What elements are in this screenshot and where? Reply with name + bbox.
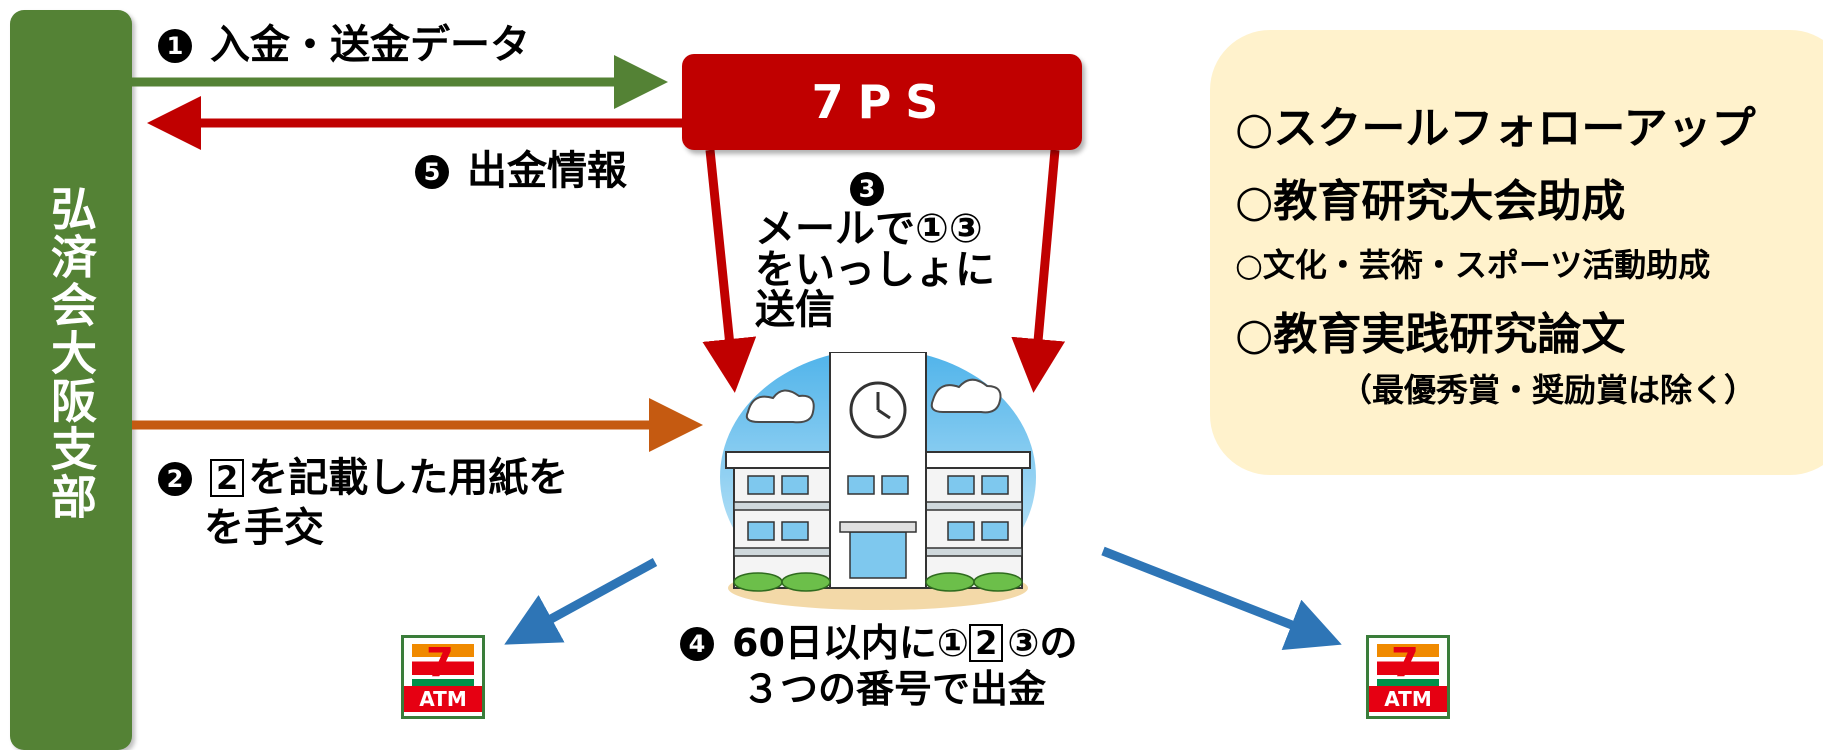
step2-text-a: を記載した用紙を xyxy=(248,455,569,501)
arrow-step3-left xyxy=(702,149,757,393)
step2-boxed-number: 2 xyxy=(210,459,245,497)
benefit-panel: ○スクールフォローアップ ○教育研究大会助成 ○文化・芸術・スポーツ活動助成 ○… xyxy=(1210,30,1823,475)
step5-text: 出金情報 xyxy=(467,148,627,194)
step4-line2: ３つの番号で出金 xyxy=(742,666,1047,711)
step4-line1-b: ③の xyxy=(1007,621,1078,665)
step3-line3: 送信 xyxy=(755,287,835,334)
atm-icon: 7 ATM xyxy=(401,635,485,719)
panel-item-practice-paper: ○教育実践研究論文 xyxy=(1235,309,1626,360)
step3-line2: をいっしょに xyxy=(755,246,995,293)
arrow-step3-right xyxy=(1011,149,1066,393)
atm-icon: 7 ATM xyxy=(1366,635,1450,719)
atm-logo-stripes xyxy=(1377,644,1439,688)
arrow-step4-left xyxy=(504,558,658,645)
step1-label: 1 入金・送金データ xyxy=(158,22,530,68)
atm-label: ATM xyxy=(1369,686,1447,712)
sps-box: 7PS xyxy=(682,54,1082,150)
panel-item-school-followup: ○スクールフォローアップ xyxy=(1235,103,1756,154)
step5-number: 5 xyxy=(415,155,449,189)
branch-label: 弘済会大阪支部 xyxy=(44,185,98,521)
step3-label: 3 メールで①③ をいっしょに 送信 xyxy=(755,168,995,331)
step5-label: 5 出金情報 xyxy=(415,148,627,194)
step4-boxed-number: 2 xyxy=(969,624,1004,662)
step1-text: 入金・送金データ xyxy=(210,22,530,68)
school-building-icon xyxy=(720,352,1036,610)
step3-number: 3 xyxy=(850,172,884,206)
atm-logo-stripes xyxy=(412,644,474,688)
arrow-step4-right xyxy=(1101,546,1342,651)
step4-number: 4 xyxy=(680,627,714,661)
panel-item-research-conference: ○教育研究大会助成 xyxy=(1235,176,1626,227)
step4-line1-a: 60日以内に① xyxy=(732,621,970,665)
step2-text-b: を手交 xyxy=(204,505,324,551)
atm-logo-seven: 7 xyxy=(426,640,454,686)
atm-label: ATM xyxy=(404,686,482,712)
atm-logo-seven: 7 xyxy=(1391,640,1419,686)
panel-item-culture-sports: ○文化・芸術・スポーツ活動助成 xyxy=(1235,246,1711,284)
step3-line1: メールで①③ xyxy=(755,205,983,252)
panel-item-exclusion-note: （最優秀賞・奨励賞は除く） xyxy=(1340,371,1757,409)
step1-number: 1 xyxy=(158,29,192,63)
branch-bar xyxy=(10,10,132,750)
step2-number: 2 xyxy=(158,462,192,496)
